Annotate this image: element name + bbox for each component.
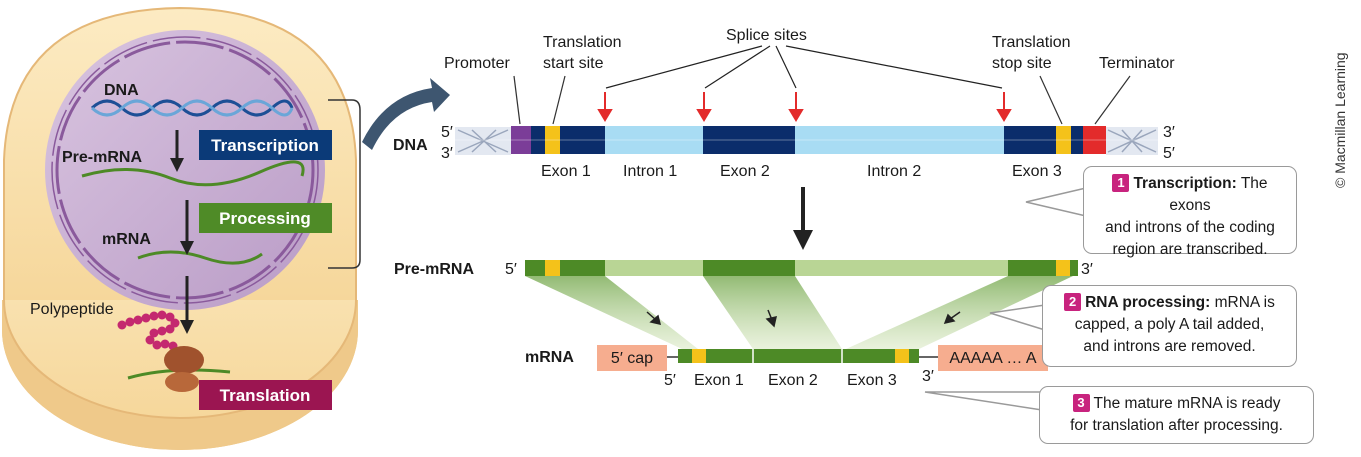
promoter-region <box>511 126 531 154</box>
intron-2-region <box>795 126 1004 154</box>
ribosome-small-subunit <box>165 372 199 392</box>
premrna-intron-1 <box>605 260 703 276</box>
poly-a-tail <box>938 345 1048 371</box>
svg-text:3′: 3′ <box>441 145 453 162</box>
exon-1-projection <box>525 276 698 349</box>
copyright-credit: © Macmillan Learning <box>1332 52 1348 188</box>
exon-1-region <box>560 126 605 154</box>
callout-pointers <box>924 187 1087 411</box>
mrna-exon-1 <box>706 349 753 363</box>
svg-text:3′: 3′ <box>922 368 934 385</box>
svg-text:3′: 3′ <box>1081 261 1093 278</box>
mrna-row-label: mRNA <box>525 349 574 366</box>
intron-1-region <box>605 126 703 154</box>
transcription-step-label: Transcription <box>211 136 319 155</box>
copyright-text: © Macmillan Learning <box>1332 52 1348 188</box>
dna-helix-strand-a <box>90 99 294 117</box>
splice-sites-label: Splice sites <box>726 27 807 44</box>
gene-exon-1-label: Exon 1 <box>541 163 591 180</box>
zoom-arrow-icon <box>362 78 450 150</box>
cell-arrows <box>170 130 194 334</box>
mrna-exon-2 <box>753 349 842 363</box>
mrna-exon-2-label: Exon 2 <box>768 372 818 389</box>
translation-step-box <box>199 380 332 410</box>
processing-step-label: Processing <box>219 209 311 228</box>
gene-exon-3-label: Exon 3 <box>1012 163 1062 180</box>
exon-2-projection <box>703 276 842 349</box>
mrna-map: mRNA 5′ cap AAAAA … A 5′ 3′ Exon 1 Exon … <box>525 345 1048 389</box>
start-codon-region <box>545 126 560 154</box>
transcription-arrow-icon <box>793 187 813 250</box>
nucleus-bracket <box>328 99 361 269</box>
ribosome-large-subunit <box>164 346 204 374</box>
translation-stop-label-line2: stop site <box>992 55 1052 72</box>
gene-dna-row-label: DNA <box>393 137 428 154</box>
dna-helix-strand-b <box>90 99 294 117</box>
nuclear-envelope <box>55 40 315 300</box>
five-prime-cap <box>597 345 667 371</box>
premrna-row-label: Pre-mRNA <box>394 261 474 278</box>
gene-intron-1-label: Intron 1 <box>623 163 677 180</box>
nucleus <box>45 30 325 310</box>
svg-text:5′: 5′ <box>441 124 453 141</box>
mrna-exon-1-label: Exon 1 <box>694 372 744 389</box>
premrna-exon-3 <box>1008 260 1056 276</box>
translation-step-label: Translation <box>220 386 311 405</box>
mrna-exon-3 <box>842 349 895 363</box>
gene-map: DNA 5′ 3′ 3′ 5′ Promoter Translation sta… <box>393 27 1175 180</box>
translation-start-label-line2: start site <box>543 55 604 72</box>
gene-exon-2-label: Exon 2 <box>720 163 770 180</box>
svg-text:5′: 5′ <box>664 372 676 389</box>
premrna-map: Pre-mRNA 5′ 3′ <box>394 260 1093 349</box>
cell-premrna-label: Pre-mRNA <box>62 149 142 166</box>
svg-text:5′: 5′ <box>505 261 517 278</box>
cell-premrna-strand <box>81 160 305 187</box>
translation-stop-label-line1: Translation <box>992 34 1071 51</box>
cell-mrna-strand <box>137 250 263 265</box>
svg-text:AAAAA … A: AAAAA … A <box>949 350 1036 367</box>
terminator-region <box>1083 126 1106 154</box>
cell-membrane <box>3 6 357 419</box>
cell-mrna-label: mRNA <box>102 231 151 248</box>
polypeptide-label: Polypeptide <box>30 301 114 318</box>
splice-site-arrows <box>597 92 1012 122</box>
premrna-exon-2 <box>703 260 795 276</box>
exon-3-region <box>1004 126 1056 154</box>
transcription-step-box <box>199 130 332 160</box>
mrna-exon-3-label: Exon 3 <box>847 372 897 389</box>
cell-dna-label: DNA <box>104 82 139 99</box>
terminator-label: Terminator <box>1099 55 1175 72</box>
svg-text:5′: 5′ <box>1163 145 1175 162</box>
exon-2-region <box>703 126 795 154</box>
premrna-intron-2 <box>795 260 1008 276</box>
premrna-exon-1 <box>560 260 605 276</box>
promoter-label: Promoter <box>444 55 510 72</box>
svg-text:3′: 3′ <box>1163 124 1175 141</box>
splice-site-pointers <box>605 45 1003 89</box>
stop-codon-region <box>1056 126 1071 154</box>
svg-text:5′ cap: 5′ cap <box>611 350 653 367</box>
gene-intron-2-label: Intron 2 <box>867 163 921 180</box>
cell-illustration: DNA Pre-mRNA mRNA Polypeptide Transcript… <box>2 6 358 450</box>
translation-start-label-line1: Translation <box>543 34 622 51</box>
processing-step-box <box>199 203 332 233</box>
